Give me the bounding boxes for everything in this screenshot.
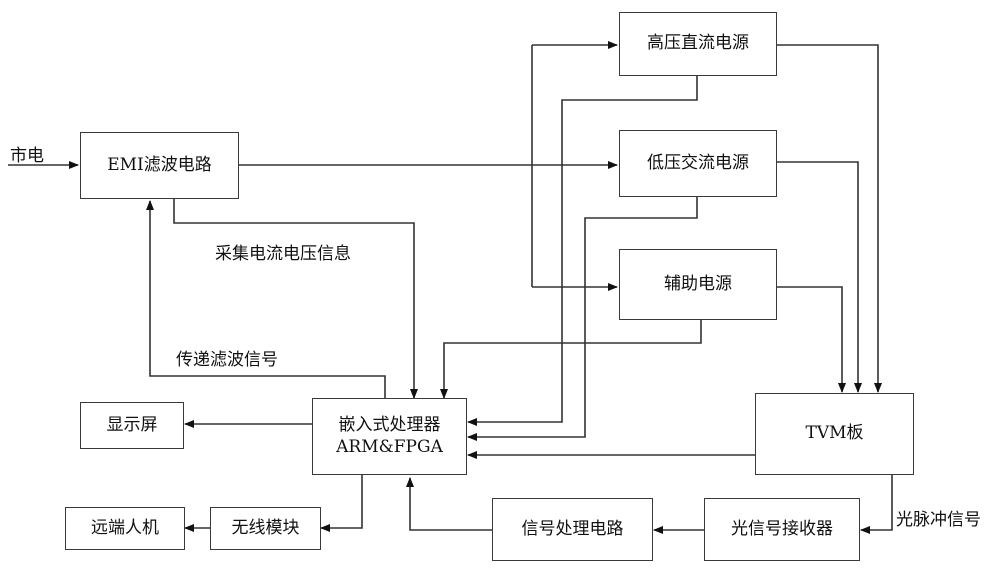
optical-receiver-label: 光信号接收器 (731, 518, 833, 539)
wire-cpu-transfer-to-emi (146, 200, 386, 398)
wire-hvdc-to-cpu (467, 76, 698, 426)
processor-label-line1: 嵌入式处理器 (338, 415, 441, 436)
emi-filter-label: EMI滤波电路 (107, 154, 212, 175)
display-block: 显示屏 (80, 402, 184, 449)
lv-ac-power-block: 低压交流电源 (619, 130, 777, 197)
remote-hmi-label: 远端人机 (91, 517, 159, 538)
aux-power-block: 辅助电源 (619, 249, 777, 320)
embedded-processor-block: 嵌入式处理器 ARM&FPGA (312, 398, 467, 475)
wire-cpu-to-wireless (320, 474, 363, 532)
mains-label: 市电 (10, 146, 44, 166)
tvm-board-block: TVM板 (755, 393, 914, 475)
wire-emi-collect-to-cpu (173, 198, 418, 399)
remote-hmi-block: 远端人机 (65, 507, 185, 550)
signal-processing-block: 信号处理电路 (492, 498, 653, 561)
wire-hvdc-to-tvm (776, 44, 882, 393)
transfer-signal-label: 传递滤波信号 (176, 350, 278, 370)
wire-aux-to-cpu (440, 320, 702, 399)
wire-signal-proc-to-cpu (406, 477, 492, 531)
wire-tvm-to-optical-rx (860, 474, 893, 534)
wire-lvac-to-cpu (467, 197, 698, 441)
wireless-module-block: 无线模块 (210, 507, 321, 550)
collect-info-label: 采集电流电压信息 (215, 244, 351, 264)
tvm-board-label: TVM板 (805, 423, 864, 444)
optical-receiver-block: 光信号接收器 (704, 498, 860, 561)
display-label: 显示屏 (106, 414, 158, 435)
signal-processing-label: 信号处理电路 (521, 518, 624, 539)
lv-ac-power-label: 低压交流电源 (647, 152, 749, 173)
hv-dc-power-label: 高压直流电源 (647, 33, 749, 54)
aux-power-label: 辅助电源 (664, 273, 732, 294)
wireless-module-label: 无线模块 (231, 517, 300, 538)
hv-dc-power-block: 高压直流电源 (619, 12, 777, 76)
emi-filter-block: EMI滤波电路 (80, 132, 239, 199)
optical-pulse-label: 光脉冲信号 (896, 510, 981, 530)
processor-label-line2: ARM&FPGA (336, 436, 443, 457)
wire-aux-to-tvm (776, 286, 846, 393)
wire-lvac-to-tvm (776, 161, 862, 393)
